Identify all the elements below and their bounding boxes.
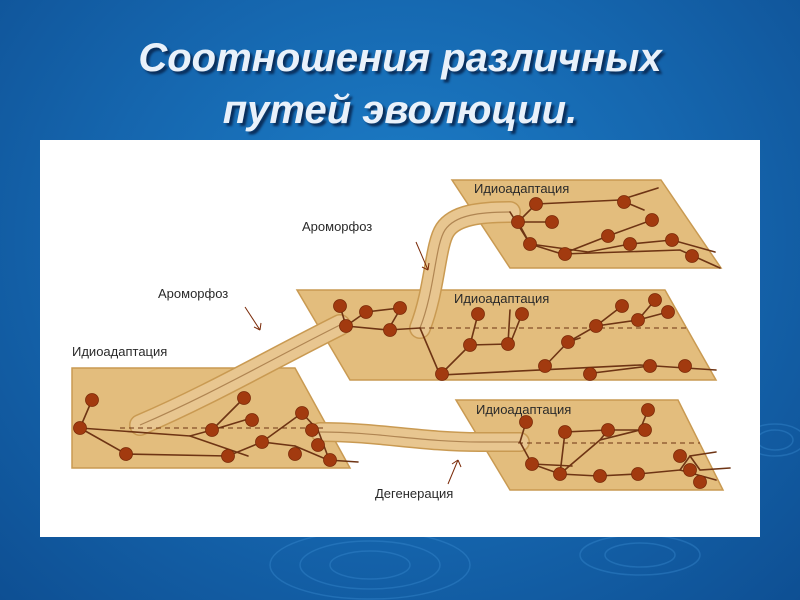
evolution-diagram: Идиоадаптация Ароморфоз Ароморфоз Идиоад…	[71, 179, 731, 501]
pointer-aromorphosis-upper	[415, 241, 429, 271]
pointer-aromorphosis-lower	[244, 306, 261, 331]
slide-title-line-1: Соотношения различных	[138, 36, 662, 80]
plane-left-idioadaptation	[71, 367, 352, 469]
nodes-top-plane	[511, 195, 699, 263]
label-idioadaptation-top: Идиоадаптация	[474, 181, 569, 196]
nodes-middle-plane	[333, 293, 692, 381]
slide-title: Соотношения различных путей эволюции.	[0, 32, 800, 136]
label-idioadaptation-left: Идиоадаптация	[72, 344, 167, 359]
pointer-degeneration	[447, 459, 459, 485]
label-aromorphosis-lower: Ароморфоз	[158, 286, 228, 301]
evolution-diagram-panel: Идиоадаптация Ароморфоз Ароморфоз Идиоад…	[40, 140, 760, 537]
trunk-upper-aromorphosis	[409, 201, 521, 339]
label-degeneration: Дегенерация	[375, 486, 453, 501]
trunk-lower-aromorphosis	[129, 314, 351, 436]
plane-top-idioadaptation	[450, 179, 723, 269]
label-idioadaptation-middle: Идиоадаптация	[454, 291, 549, 306]
slide-title-line-2: путей эволюции.	[222, 88, 578, 132]
nodes-left-plane	[73, 391, 337, 467]
nodes-bottom-plane	[519, 403, 707, 489]
label-idioadaptation-bottom: Идиоадаптация	[476, 402, 571, 417]
label-aromorphosis-upper: Ароморфоз	[302, 219, 372, 234]
trunk-degeneration	[310, 422, 530, 452]
